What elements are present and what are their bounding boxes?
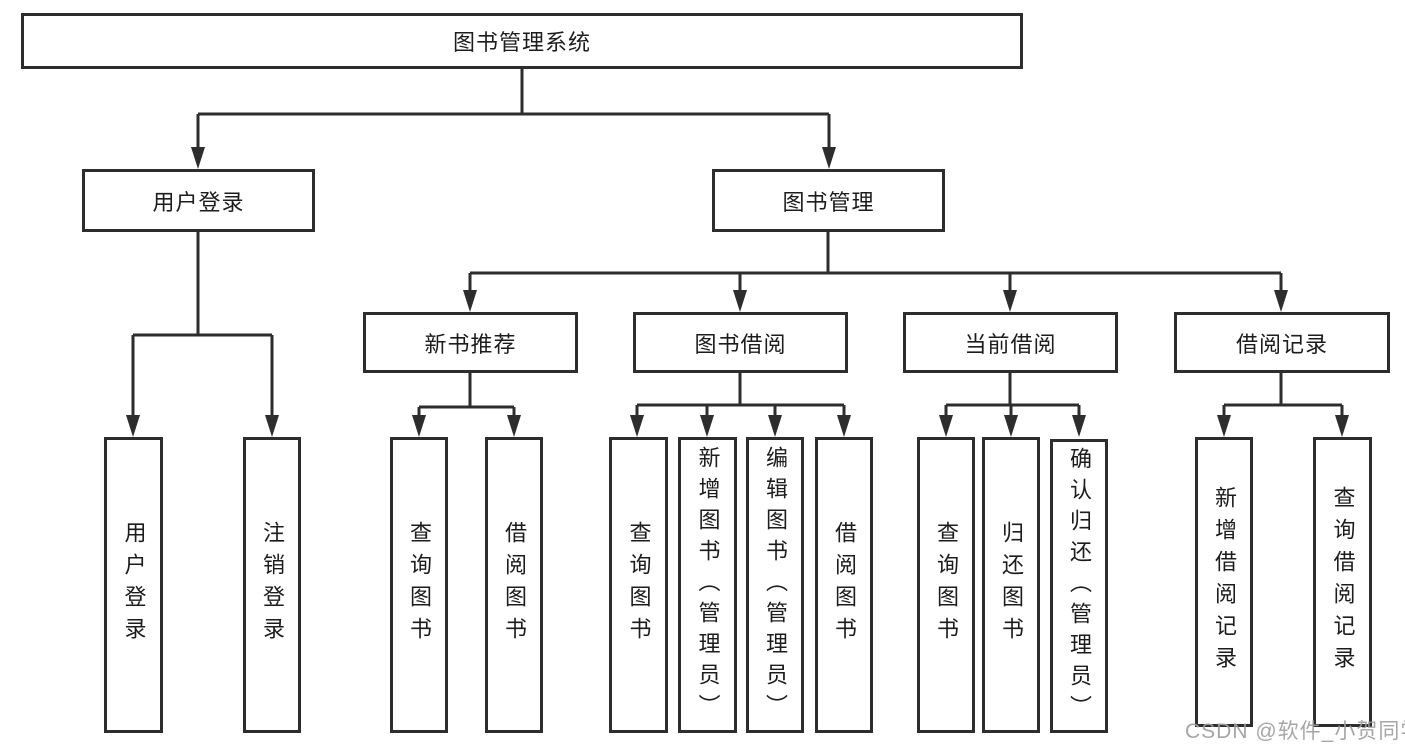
node-label: 新增图书（管理员） bbox=[695, 445, 721, 725]
node-label: 查询图书 bbox=[934, 521, 959, 649]
arrowhead bbox=[412, 415, 521, 437]
node-borrowing-records: 借阅记录 bbox=[1174, 312, 1390, 373]
node-label: 借阅图书 bbox=[832, 521, 857, 649]
arrowhead bbox=[191, 147, 836, 169]
node-book-borrowing: 图书借阅 bbox=[633, 312, 848, 373]
connector-new-book-to-leaves bbox=[412, 373, 521, 437]
node-add-borrow-record: 新增借阅记录 bbox=[1195, 437, 1253, 727]
arrowhead bbox=[630, 415, 851, 437]
node-label: 用户登录 bbox=[152, 189, 245, 215]
node-label: 归还图书 bbox=[999, 521, 1024, 649]
node-label: 用户登录 bbox=[121, 521, 147, 649]
connector-book-borrowing-to-leaves bbox=[630, 373, 851, 437]
node-add-books-admin: 新增图书（管理员） bbox=[678, 437, 737, 733]
node-query-borrow-record: 查询借阅记录 bbox=[1313, 437, 1372, 727]
node-label: 查询图书 bbox=[407, 521, 432, 649]
node-label: 图书借阅 bbox=[694, 331, 787, 357]
node-query-books-borrowing: 查询图书 bbox=[609, 437, 668, 733]
arrowhead bbox=[463, 290, 1288, 312]
connector-root-to-level2 bbox=[191, 69, 836, 169]
node-current-borrowing: 当前借阅 bbox=[903, 312, 1118, 373]
node-borrow-books-borrowing: 借阅图书 bbox=[815, 437, 873, 733]
connector-user-login-to-leaves bbox=[126, 232, 279, 437]
node-new-book-recommendation: 新书推荐 bbox=[363, 312, 578, 373]
node-label: 借阅记录 bbox=[1235, 331, 1328, 357]
arrowhead bbox=[126, 415, 279, 437]
node-user-login-leaf: 用户登录 bbox=[104, 437, 163, 733]
node-label: 当前借阅 bbox=[964, 331, 1057, 357]
node-label: 查询图书 bbox=[626, 521, 652, 649]
node-logout: 注销登录 bbox=[243, 437, 301, 733]
arrowhead bbox=[939, 415, 1086, 437]
node-label: 新书推荐 bbox=[424, 331, 517, 357]
node-label: 确认归还（管理员） bbox=[1067, 446, 1092, 726]
node-root: 图书管理系统 bbox=[21, 13, 1023, 69]
node-edit-books-admin: 编辑图书（管理员） bbox=[746, 437, 804, 733]
node-label: 图书管理 bbox=[782, 189, 875, 215]
node-label: 查询借阅记录 bbox=[1330, 486, 1356, 678]
node-label: 新增借阅记录 bbox=[1212, 486, 1237, 678]
connector-book-management-to-level3 bbox=[463, 232, 1288, 312]
node-book-management: 图书管理 bbox=[712, 169, 945, 232]
node-return-books: 归还图书 bbox=[982, 437, 1040, 733]
node-label: 编辑图书（管理员） bbox=[763, 445, 788, 725]
csdn-watermark: CSDN @软件_小贺同学 bbox=[1185, 720, 1405, 743]
node-label: 图书管理系统 bbox=[452, 30, 591, 55]
node-label: 注销登录 bbox=[260, 521, 285, 649]
node-query-books-recommend: 查询图书 bbox=[390, 437, 448, 733]
node-query-books-current: 查询图书 bbox=[917, 437, 975, 733]
node-borrow-books-recommend: 借阅图书 bbox=[485, 437, 543, 733]
node-label: 借阅图书 bbox=[502, 521, 527, 649]
arrowhead bbox=[1217, 415, 1349, 437]
node-confirm-return-admin: 确认归还（管理员） bbox=[1050, 439, 1108, 733]
node-user-login: 用户登录 bbox=[82, 169, 315, 232]
connector-borrow-records-to-leaves bbox=[1217, 373, 1349, 437]
connector-current-borrowing-to-leaves bbox=[939, 373, 1086, 437]
